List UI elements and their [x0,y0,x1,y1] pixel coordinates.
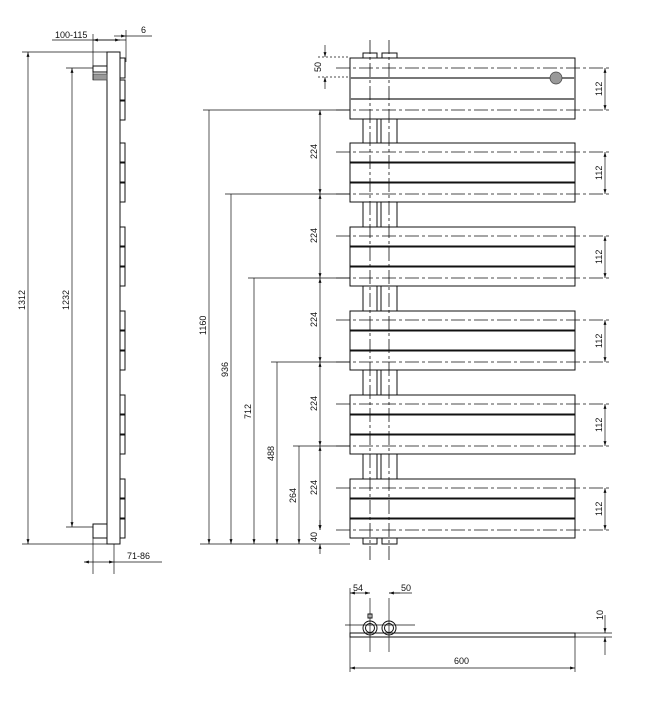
height-label: 488 [266,446,276,461]
width-label: 600 [454,656,469,666]
towel-bar [349,478,576,499]
bar-pitch-label: 112 [594,502,604,516]
top-offset-label: 50 [313,62,323,72]
height-label: 1160 [198,316,208,335]
group-pitch-label: 224 [309,228,319,243]
side-panel [119,350,126,371]
side-panel [119,246,126,267]
side-panel [119,310,126,331]
bracket-spacing-label: 1232 [61,290,71,310]
thickness-label: 10 [595,610,605,620]
panel-thickness-label: 6 [141,25,146,35]
pipe-offset-label: 54 [353,583,363,593]
depth-range-label: 100-115 [55,30,87,40]
side-panel [119,498,126,519]
bar-pitch-label: 112 [594,250,604,264]
side-panel [119,57,126,79]
heating-element-knob [549,71,563,85]
towel-bar [349,142,576,163]
towel-bar [349,246,576,267]
towel-bar [349,182,576,203]
towel-bar [349,266,576,287]
bar-pitch-label: 112 [594,334,604,348]
side-panel [119,518,126,539]
bottom-offset-label: 40 [309,532,319,542]
side-panel [119,434,126,455]
side-panel [119,266,126,287]
bottom-view: 54 50 600 10 [345,583,612,672]
side-panel [119,330,126,351]
height-label: 712 [243,404,253,419]
side-panel [119,478,126,499]
side-panel [119,226,126,247]
side-panel [119,394,126,415]
side-panel [119,182,126,203]
bar-pitch-label: 112 [594,166,604,180]
pipe-spacing-label: 50 [401,583,411,593]
towel-bar [349,434,576,455]
towel-bar [349,330,576,351]
height-label: 264 [288,488,298,503]
front-view: 50 112 112 112 112 112 112 224 224 224 224 224 1160… [198,40,612,560]
towel-bar [349,414,576,435]
group-pitch-label: 224 [309,396,319,411]
towel-bar [349,350,576,371]
towel-bar [349,394,576,415]
towel-bar [349,518,576,539]
height-label: 936 [220,362,230,377]
towel-bar [349,498,576,519]
collector-pipes [362,52,398,545]
towel-bar [349,162,576,183]
bar-pitch-label: 112 [594,82,604,96]
group-pitch-label: 224 [309,480,319,495]
towel-bar [349,226,576,247]
side-panel [119,162,126,183]
wall-offset-label: 71-86 [127,551,150,561]
side-panel [119,79,126,101]
bar-pitch-label: 112 [594,418,604,432]
towel-bar [349,310,576,331]
side-panel [119,100,126,121]
total-height-label: 1312 [17,290,27,310]
side-panel [119,142,126,163]
group-pitch-label: 224 [309,144,319,159]
group-pitch-label: 224 [309,312,319,327]
side-panel [119,414,126,435]
side-view: 100-115 6 1312 1232 71-86 [17,25,162,574]
